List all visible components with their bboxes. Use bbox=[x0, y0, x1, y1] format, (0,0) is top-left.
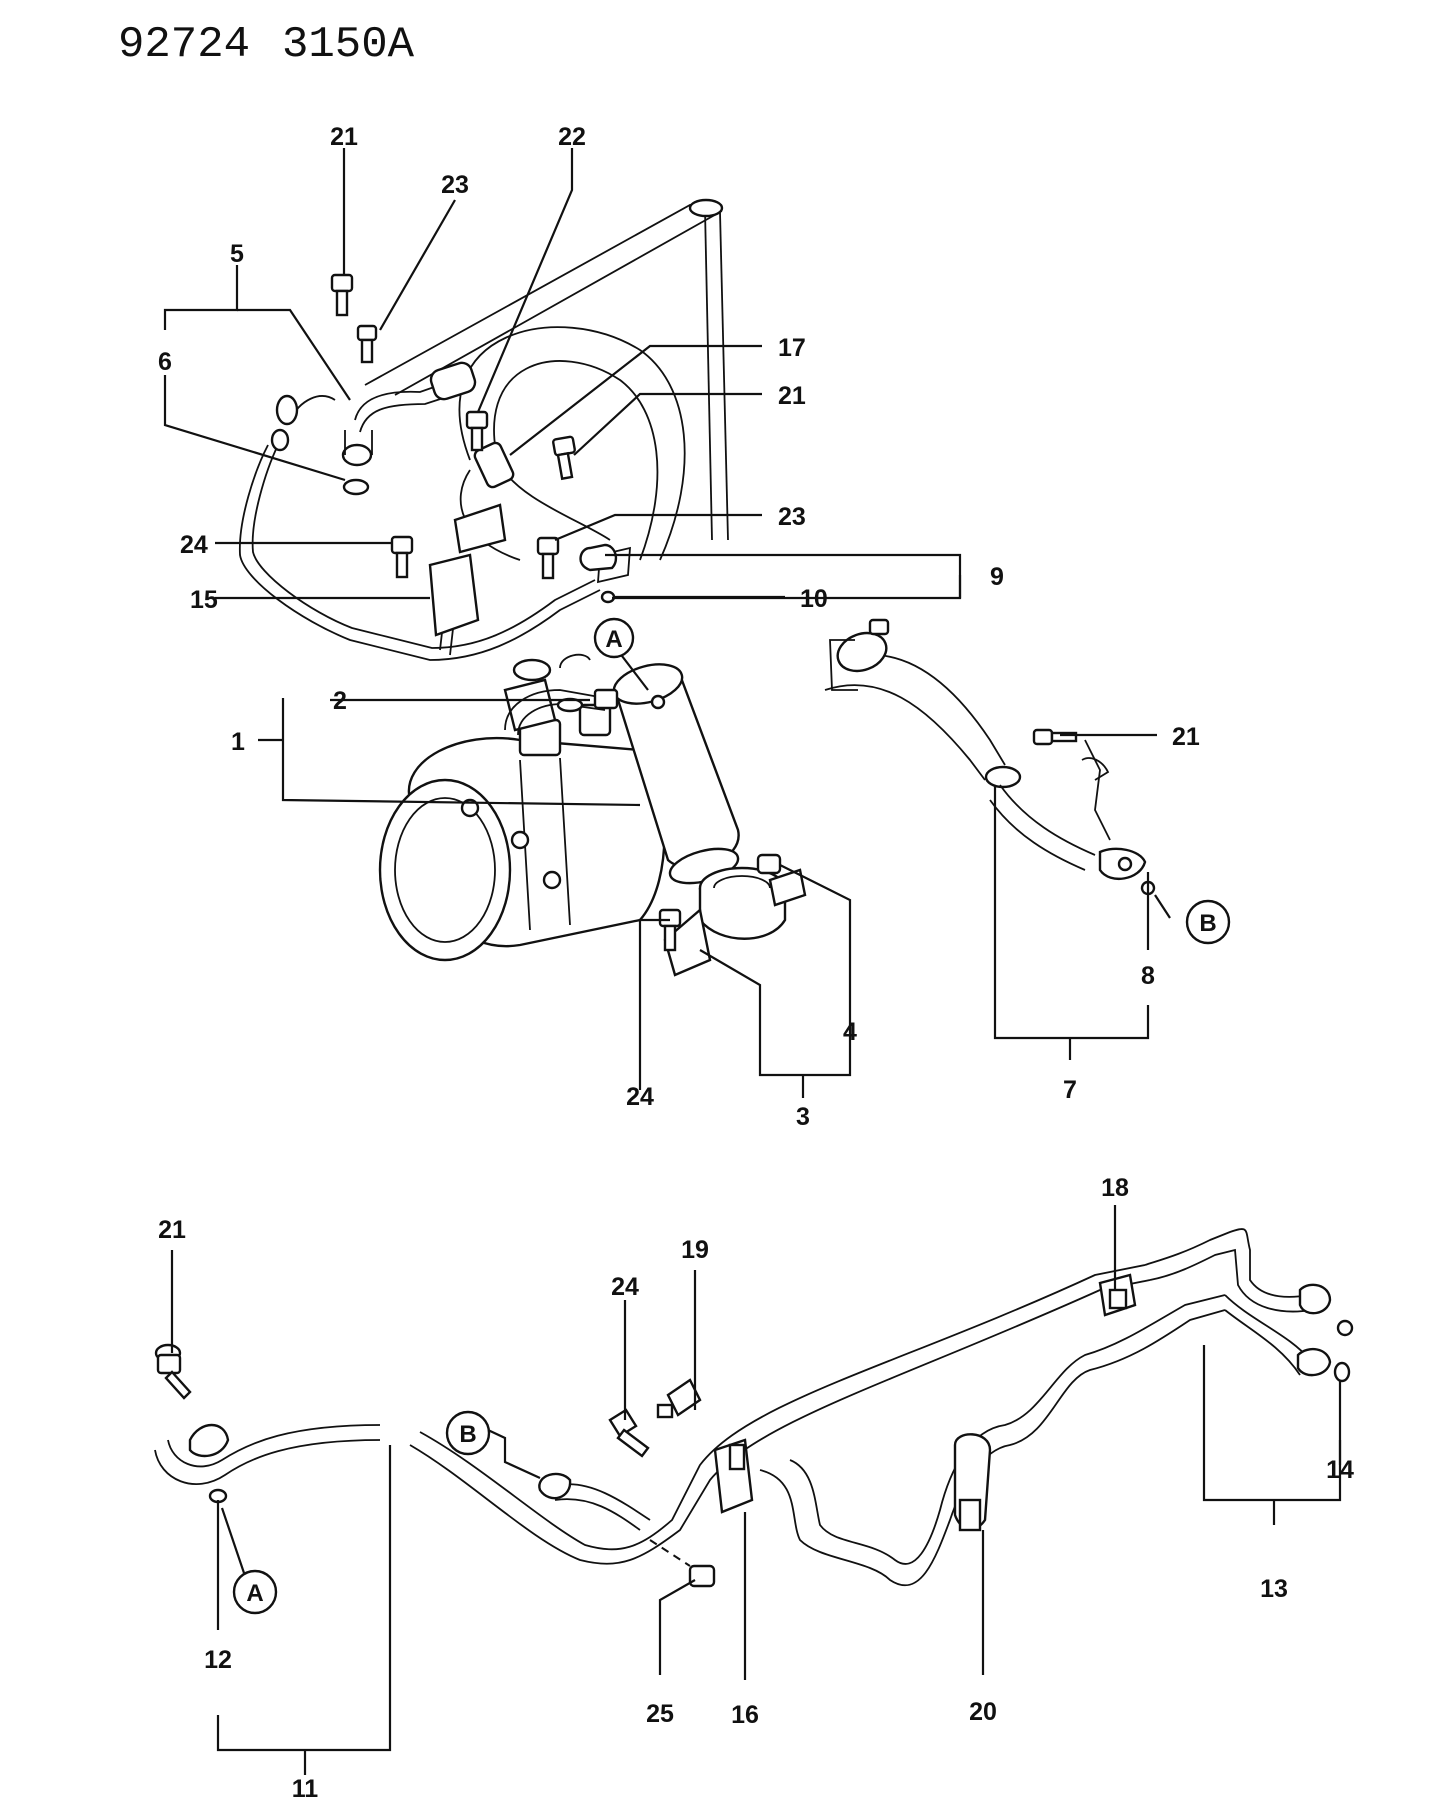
oring-14 bbox=[1333, 1361, 1351, 1383]
fitting-13 bbox=[1296, 1283, 1354, 1377]
connector-a-upper: A bbox=[593, 617, 649, 691]
bolt-21-lower bbox=[154, 1343, 192, 1400]
callout-15: 15 bbox=[190, 586, 218, 614]
drier-bracket bbox=[663, 866, 807, 977]
callout-14: 14 bbox=[1326, 1456, 1354, 1484]
pipe-bracket bbox=[428, 503, 631, 637]
callout-11: 11 bbox=[292, 1775, 319, 1802]
callout-12: 12 bbox=[204, 1646, 232, 1674]
callout-24-a: 24 bbox=[180, 531, 208, 559]
suction-pipe bbox=[341, 361, 477, 467]
pipe-assembly-13 bbox=[409, 1228, 1354, 1588]
liquid-pipe bbox=[239, 394, 601, 661]
callout-13: 13 bbox=[1260, 1575, 1288, 1603]
connector-b-lower: B bbox=[445, 1410, 491, 1456]
callout-21-b: 21 bbox=[778, 382, 806, 410]
callout-2: 2 bbox=[333, 687, 347, 715]
callout-20: 20 bbox=[969, 1698, 997, 1726]
nut-4 bbox=[756, 853, 782, 875]
compressor bbox=[378, 658, 666, 962]
callout-16: 16 bbox=[731, 1701, 759, 1729]
svg-text:A: A bbox=[605, 626, 622, 653]
nut-25 bbox=[688, 1564, 716, 1588]
callout-10: 10 bbox=[800, 585, 828, 613]
svg-text:B: B bbox=[459, 1421, 476, 1448]
callout-8: 8 bbox=[1141, 962, 1155, 990]
svg-text:B: B bbox=[1199, 910, 1216, 937]
bolt-24-mid bbox=[658, 908, 682, 952]
callout-23-b: 23 bbox=[778, 503, 806, 531]
callout-25: 25 bbox=[646, 1700, 674, 1728]
oring-6 bbox=[342, 478, 370, 496]
callout-5: 5 bbox=[230, 240, 244, 268]
bolt-21-mid bbox=[552, 435, 576, 481]
leader-lines-upper bbox=[163, 148, 1171, 1098]
callout-23-a: 23 bbox=[441, 171, 469, 199]
callout-9: 9 bbox=[990, 563, 1004, 591]
callout-3: 3 bbox=[796, 1103, 810, 1131]
diagram-code-left: 92724 bbox=[118, 20, 250, 70]
bolt-21-top bbox=[330, 273, 354, 317]
switch-19 bbox=[656, 1378, 702, 1419]
callout-21-c: 21 bbox=[1172, 723, 1200, 751]
callout-4: 4 bbox=[843, 1018, 857, 1046]
callout-21-d: 21 bbox=[158, 1216, 186, 1244]
diagram-code-right: 3150A bbox=[282, 20, 415, 70]
callout-24-b: 24 bbox=[626, 1083, 654, 1111]
pipe-assembly-11 bbox=[154, 1343, 381, 1504]
clamp-18 bbox=[1098, 1273, 1137, 1317]
hose-assembly-7 bbox=[824, 618, 1156, 896]
callout-19: 19 bbox=[681, 1236, 709, 1264]
bolt-24-upper bbox=[390, 535, 414, 579]
upper-assembly: A B bbox=[163, 148, 1231, 1098]
clamp-20 bbox=[953, 1433, 992, 1532]
clamp-9 bbox=[579, 543, 618, 572]
leader-lines-lower bbox=[170, 1205, 1342, 1775]
callout-17: 17 bbox=[778, 334, 806, 362]
drier-inlet-pipe bbox=[504, 653, 619, 736]
callout-labels: 21 22 23 5 6 17 21 23 24 9 15 10 2 1 21 … bbox=[158, 123, 1354, 1802]
bolt-24-lower bbox=[608, 1408, 650, 1458]
callout-24-c: 24 bbox=[611, 1273, 639, 1301]
bolt-21-right bbox=[1032, 728, 1078, 746]
connector-b-upper: B bbox=[1185, 899, 1231, 945]
callout-21-a: 21 bbox=[330, 123, 358, 151]
connector-a-lower: A bbox=[220, 1507, 278, 1615]
callout-6: 6 bbox=[158, 348, 172, 376]
bracket-16 bbox=[713, 1438, 754, 1514]
callout-7: 7 bbox=[1063, 1076, 1077, 1104]
bolt-23-mid bbox=[536, 536, 560, 580]
svg-text:A: A bbox=[246, 1580, 263, 1607]
callout-22: 22 bbox=[558, 123, 586, 151]
bolt-23-top bbox=[356, 324, 378, 364]
bolt-22 bbox=[465, 410, 489, 452]
lower-assembly: A B bbox=[154, 1205, 1354, 1775]
callout-1: 1 bbox=[231, 728, 245, 756]
callout-18: 18 bbox=[1101, 1174, 1129, 1202]
